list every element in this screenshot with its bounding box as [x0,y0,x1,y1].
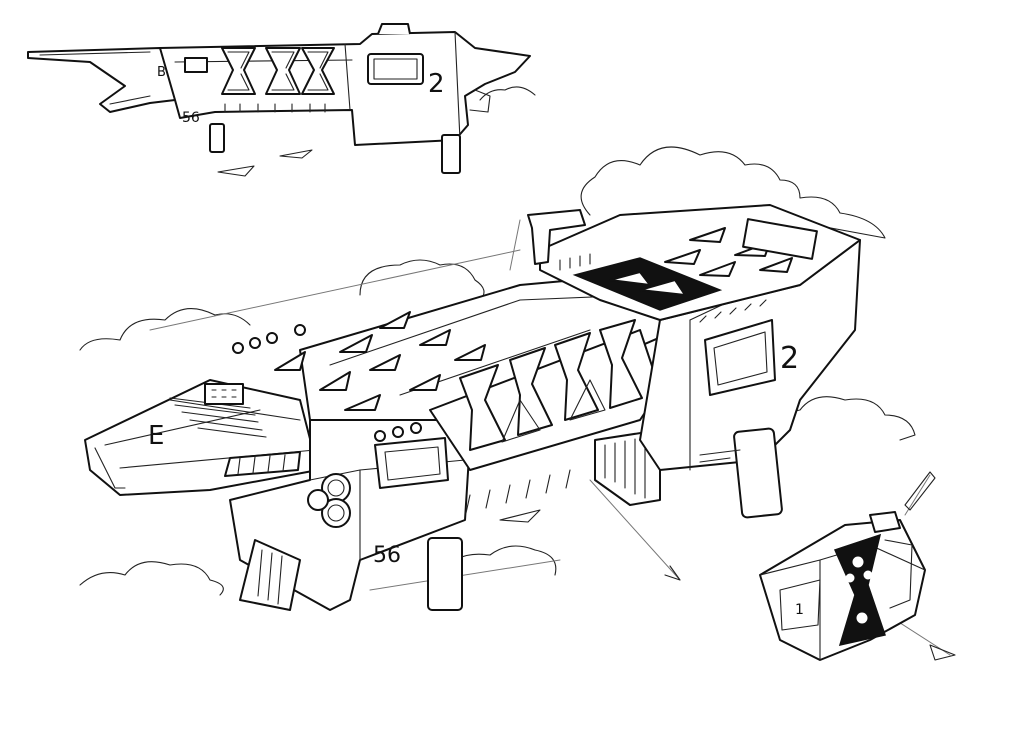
main-view-ship: E 56 [84,204,861,611]
side-view-hull [159,31,531,146]
side-view-tail-letter: B [157,65,166,80]
side-view-ship: 56 2 B [27,23,531,177]
cloud-top-right [580,146,886,239]
side-view-hull-number-56: 56 [182,110,200,126]
motion-arrow [499,509,541,523]
main-view-hull-number-2: 2 [780,341,799,376]
perspective-guide-lines [149,219,681,591]
module-black-panel [833,533,886,647]
main-view-nozzles [307,473,351,528]
rear-deck-spikes [664,227,793,277]
side-view-hull-number-2: 2 [428,69,445,99]
main-view-nose [84,379,319,496]
cloud-mid-left [359,259,485,301]
side-view-window [367,53,424,85]
side-view-tower [377,23,411,35]
module-box [759,519,926,661]
cloud-top-small [479,86,536,101]
side-view-leg-rear [441,134,461,174]
main-view-underside-struts [465,469,571,514]
top-deck-spikes [274,311,486,411]
side-view-hourglass-panels [221,47,335,95]
module-panel-number: 1 [795,602,804,618]
main-view-leg-rear [733,427,783,519]
main-view-tail-letter: E [148,421,164,451]
side-view-underside-struts [224,103,326,113]
deck-studs [232,324,422,442]
main-view-rear-window [704,319,776,396]
cloud-left [79,308,251,351]
main-view-leg-front [427,537,463,611]
side-view-nose [27,47,176,113]
main-view-hourglass-panels [459,319,643,451]
main-view-hull-number-56: 56 [373,543,401,568]
main-view-periscope [527,209,586,265]
module-detail: 1 [759,471,956,661]
side-view-leg-front [209,123,225,153]
cloud-bottom-left [79,561,224,596]
flag-decal [169,383,267,438]
rear-deck-hatch-outline [742,218,818,260]
